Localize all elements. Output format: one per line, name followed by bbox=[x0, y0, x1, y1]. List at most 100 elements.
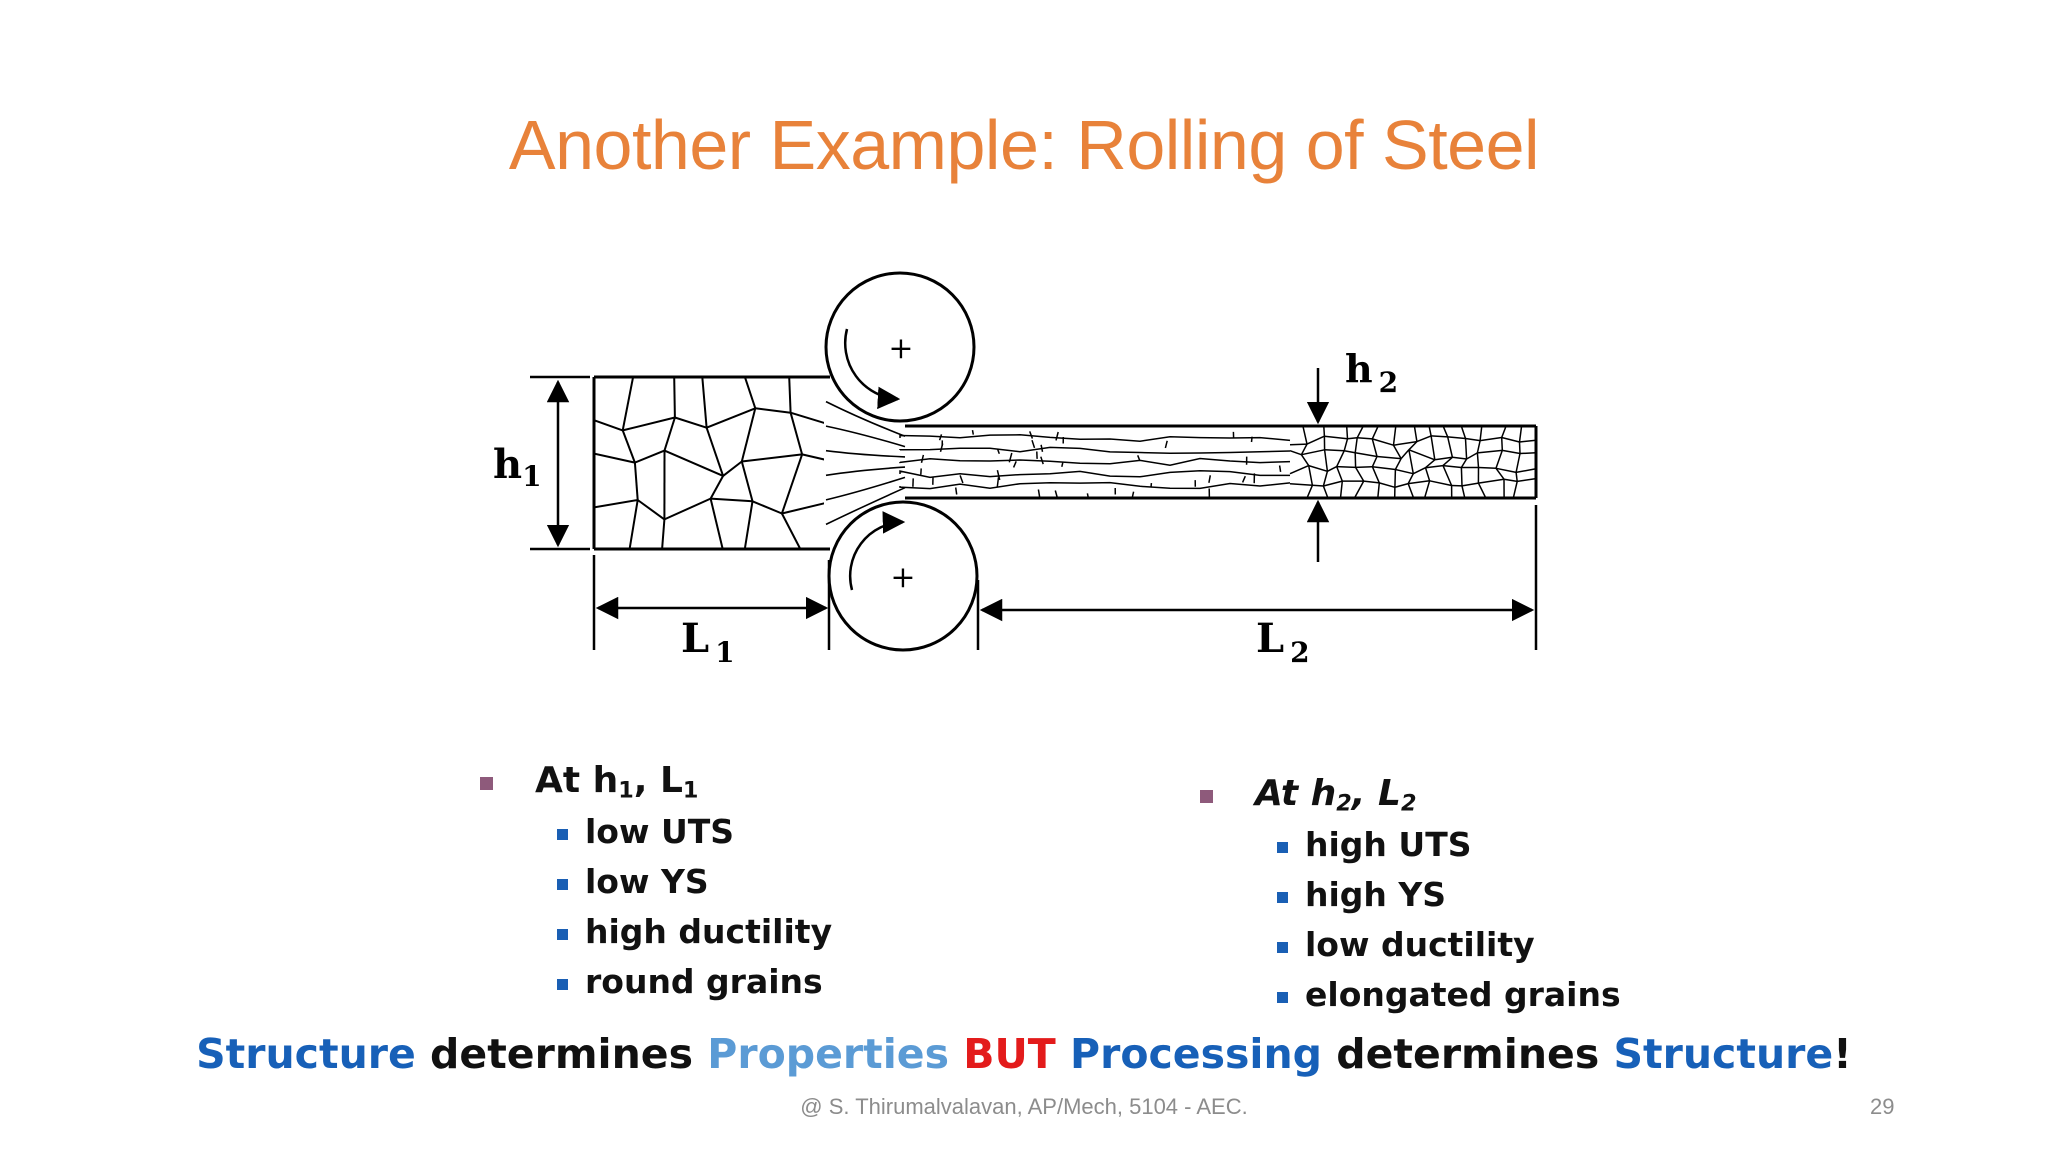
grain-boundary bbox=[899, 446, 1291, 455]
grain-boundary bbox=[1517, 477, 1537, 483]
deforming-grains bbox=[825, 400, 906, 526]
grain-boundary bbox=[705, 427, 725, 477]
grain-boundary bbox=[1322, 485, 1329, 498]
thin-strip bbox=[905, 424, 1538, 500]
grain-boundary bbox=[1446, 436, 1454, 458]
grain-boundary bbox=[1031, 439, 1036, 449]
grain-boundary bbox=[701, 377, 708, 428]
grain-boundary bbox=[594, 499, 638, 509]
right-condition-list: At h2, L2 high UTS high YS low ductility… bbox=[1195, 768, 1621, 1020]
grain-boundary bbox=[1357, 437, 1373, 440]
grain-boundary bbox=[899, 481, 1291, 490]
grain-boundary bbox=[1452, 456, 1467, 460]
grain-boundary bbox=[621, 430, 636, 463]
grain-boundary bbox=[939, 443, 944, 452]
slide-title: Another Example: Rolling of Steel bbox=[508, 106, 1540, 184]
h1-label: h1 bbox=[493, 441, 542, 493]
grain-boundary bbox=[1008, 452, 1013, 463]
square-bullet-icon bbox=[1277, 942, 1288, 953]
grain-boundary bbox=[1392, 444, 1402, 459]
grain-boundary bbox=[1012, 461, 1017, 468]
grain-boundary bbox=[1037, 489, 1041, 498]
square-bullet-icon bbox=[1277, 892, 1288, 903]
grain-boundary bbox=[1371, 438, 1378, 457]
grain-boundary bbox=[1408, 449, 1415, 474]
grain-boundary bbox=[1289, 449, 1302, 456]
grain-boundary bbox=[1336, 466, 1343, 482]
grain-boundary bbox=[709, 498, 724, 549]
grain-boundary bbox=[1355, 465, 1373, 469]
grain-boundary bbox=[1515, 472, 1518, 482]
grain-boundary bbox=[780, 454, 804, 514]
grain-boundary bbox=[1518, 441, 1521, 454]
grain-boundary bbox=[1394, 482, 1409, 489]
grain-boundary bbox=[1500, 427, 1507, 438]
left-condition-list: At h1, L1 low UTS low YS high ductility … bbox=[475, 755, 832, 1007]
grain-boundary bbox=[1466, 452, 1478, 460]
grain-boundary bbox=[1434, 456, 1453, 461]
svg-text:+: + bbox=[888, 331, 913, 366]
grain-boundary bbox=[634, 449, 665, 464]
grain-boundary bbox=[674, 416, 707, 429]
grain-boundary bbox=[1372, 438, 1394, 446]
grain-boundary bbox=[1289, 464, 1309, 475]
grain-boundary bbox=[633, 462, 639, 501]
right-item: high UTS bbox=[1195, 820, 1621, 870]
elongated-grains bbox=[899, 427, 1537, 498]
page-number: 29 bbox=[1870, 1094, 1895, 1119]
grain-boundary bbox=[1392, 427, 1397, 446]
grain-boundary bbox=[1407, 473, 1414, 484]
grain-boundary bbox=[1371, 456, 1378, 468]
grain-boundary bbox=[1306, 435, 1325, 445]
grain-boundary bbox=[789, 412, 804, 455]
grain-boundary bbox=[1478, 478, 1505, 484]
grain-boundary bbox=[1465, 437, 1481, 442]
grain-boundary bbox=[1425, 464, 1444, 469]
grain-boundary bbox=[1460, 458, 1468, 468]
square-bullet-icon bbox=[1277, 992, 1288, 1003]
grain-boundary bbox=[899, 457, 1291, 466]
grain-boundary bbox=[1028, 431, 1034, 439]
grain-boundary bbox=[628, 499, 639, 549]
grain-boundary bbox=[1241, 475, 1246, 483]
grain-boundary bbox=[709, 475, 724, 500]
grain-boundary bbox=[1379, 482, 1396, 489]
grain-boundary bbox=[664, 449, 724, 477]
grain-boundary bbox=[1425, 459, 1436, 469]
grain-boundary bbox=[1301, 449, 1325, 456]
grain-boundary bbox=[996, 470, 1001, 481]
right-item: elongated grains bbox=[1195, 970, 1621, 1020]
grain-boundary bbox=[1336, 465, 1356, 469]
grain-boundary bbox=[710, 497, 753, 503]
right-heading: At h2, L2 bbox=[1195, 768, 1621, 820]
left-item: high ductility bbox=[475, 907, 832, 957]
grain-boundary bbox=[1250, 436, 1253, 443]
grain-boundary bbox=[959, 475, 964, 484]
grain-boundary bbox=[1394, 458, 1402, 470]
grain-boundary bbox=[622, 416, 676, 432]
grain-boundary bbox=[1323, 480, 1343, 487]
grain-boundary bbox=[1495, 467, 1517, 474]
grain-boundary bbox=[1442, 465, 1453, 486]
grain-boundary bbox=[621, 377, 635, 431]
grain-boundary bbox=[1300, 454, 1310, 467]
grain-boundary bbox=[1460, 427, 1467, 439]
L2-dimension bbox=[976, 505, 1538, 650]
square-bullet-icon bbox=[480, 777, 493, 790]
square-bullet-icon bbox=[557, 879, 568, 890]
grain-boundary bbox=[673, 377, 676, 418]
grain-boundary bbox=[1408, 441, 1418, 451]
thick-slab bbox=[592, 375, 830, 551]
grain-boundary bbox=[1515, 453, 1521, 473]
right-item: low ductility bbox=[1195, 920, 1621, 970]
conclusion-tagline: Structure determines Properties BUT Proc… bbox=[196, 1030, 1852, 1078]
grain-boundary bbox=[1344, 450, 1356, 454]
grain-boundary bbox=[1300, 443, 1308, 456]
grain-boundary bbox=[1040, 456, 1044, 465]
grain-boundary bbox=[1377, 482, 1381, 498]
grain-boundary bbox=[706, 407, 756, 429]
grain-boundary bbox=[825, 449, 906, 458]
left-item: round grains bbox=[475, 957, 832, 1007]
